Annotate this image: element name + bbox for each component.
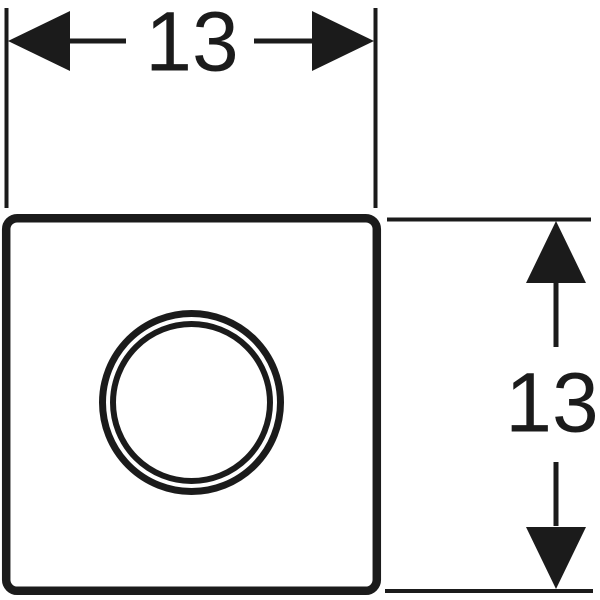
drawing-arrowheads <box>8 11 586 589</box>
arrowhead-down-icon <box>526 527 586 589</box>
button-inner-ring <box>110 321 273 484</box>
drawing-labels: 13 13 <box>145 0 598 450</box>
plate-outline <box>1 213 382 596</box>
width-dimension-label: 13 <box>145 0 238 89</box>
arrowhead-left-icon <box>8 11 70 71</box>
button-outer-ring <box>99 310 284 495</box>
height-dimension-label: 13 <box>505 356 598 450</box>
drawing-strokes <box>1 8 593 596</box>
arrowhead-up-icon <box>526 221 586 283</box>
arrowhead-right-icon <box>312 11 374 71</box>
